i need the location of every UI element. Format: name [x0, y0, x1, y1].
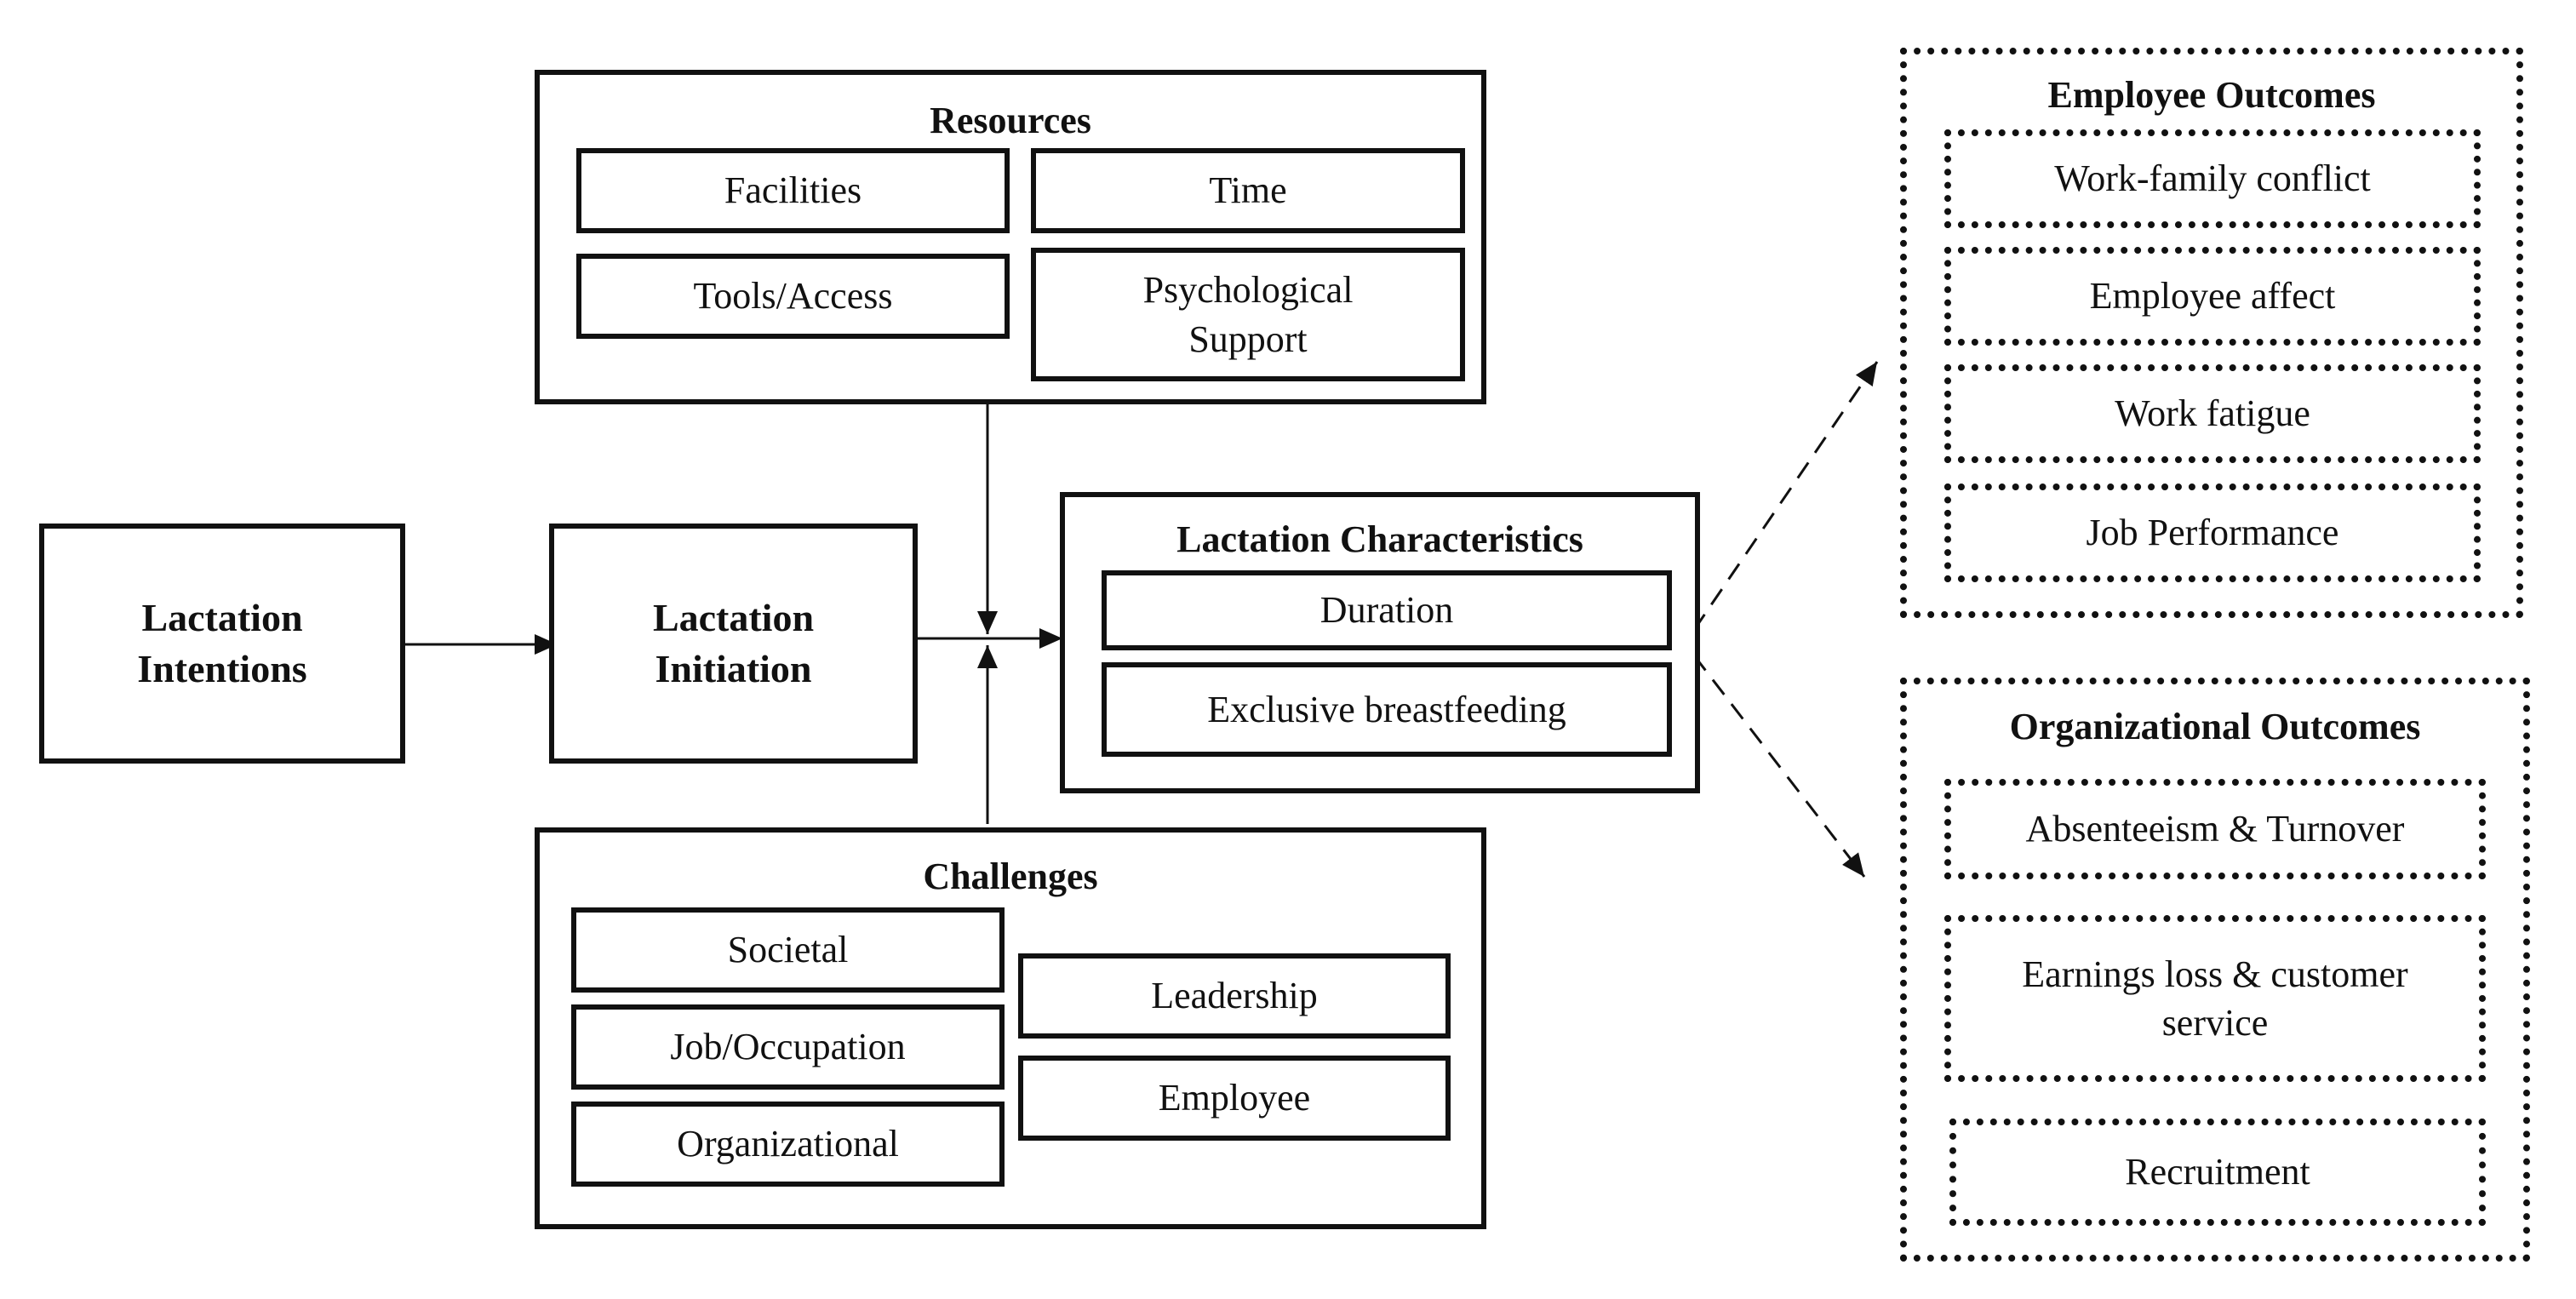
challenge-job-occupation: Job/Occupation — [571, 1004, 1005, 1090]
characteristic-duration: Duration — [1102, 570, 1672, 650]
resource-tools-access-label: Tools/Access — [693, 275, 893, 318]
characteristic-exclusive-breastfeeding-label: Exclusive breastfeeding — [1207, 688, 1566, 730]
organizational-outcome-label: Recruitment — [2125, 1151, 2310, 1193]
dashed-arrow-to-employee-outcomes — [1692, 361, 1879, 631]
resource-time-label: Time — [1209, 169, 1287, 212]
challenge-leadership-label: Leadership — [1151, 975, 1318, 1017]
resource-facilities: Facilities — [576, 148, 1010, 233]
organizational-outcomes-title: Organizational Outcomes — [2009, 706, 2421, 747]
lactation-initiation-box: Lactation Initiation — [549, 524, 918, 764]
resource-psychological-support-label: Psychological Support — [1142, 269, 1354, 360]
dashed-arrow-to-organizational-outcomes — [1692, 655, 1866, 878]
resource-time: Time — [1031, 148, 1465, 233]
characteristic-exclusive-breastfeeding: Exclusive breastfeeding — [1102, 662, 1672, 757]
resource-facilities-label: Facilities — [724, 169, 862, 212]
challenge-societal-label: Societal — [727, 929, 849, 971]
employee-outcome-item: Work fatigue — [1944, 364, 2481, 463]
challenges-title: Challenges — [923, 856, 1098, 897]
employee-outcome-item: Employee affect — [1944, 247, 2481, 346]
challenge-employee: Employee — [1018, 1056, 1451, 1141]
employee-outcome-label: Work-family conflict — [2054, 157, 2371, 200]
lactation-characteristics-title: Lactation Characteristics — [1176, 518, 1583, 560]
employee-outcome-label: Employee affect — [2089, 275, 2336, 318]
challenge-societal: Societal — [571, 907, 1005, 993]
resources-title: Resources — [930, 100, 1091, 141]
employee-outcome-label: Work fatigue — [2115, 392, 2310, 435]
organizational-outcome-item: Recruitment — [1949, 1119, 2486, 1226]
organizational-outcome-item: Earnings loss & customer service — [1944, 915, 2486, 1082]
organizational-outcome-label: Earnings loss & customer service — [2022, 953, 2408, 1044]
organizational-outcome-label: Absenteeism & Turnover — [2025, 808, 2405, 850]
challenge-organizational: Organizational — [571, 1102, 1005, 1187]
challenge-organizational-label: Organizational — [677, 1123, 899, 1165]
employee-outcome-item: Work-family conflict — [1944, 129, 2481, 228]
employee-outcome-label: Job Performance — [2086, 512, 2339, 554]
characteristic-duration-label: Duration — [1319, 589, 1454, 632]
lactation-intentions-label: Lactation Intentions — [137, 596, 307, 690]
resource-tools-access: Tools/Access — [576, 254, 1010, 339]
challenge-job-occupation-label: Job/Occupation — [670, 1026, 906, 1068]
resource-psychological-support: Psychological Support — [1031, 248, 1465, 381]
challenge-employee-label: Employee — [1158, 1077, 1311, 1119]
lactation-initiation-label: Lactation Initiation — [652, 596, 815, 690]
employee-outcomes-title: Employee Outcomes — [2047, 74, 2376, 116]
employee-outcome-item: Job Performance — [1944, 484, 2481, 582]
challenge-leadership: Leadership — [1018, 953, 1451, 1039]
lactation-intentions-box: Lactation Intentions — [39, 524, 405, 764]
organizational-outcome-item: Absenteeism & Turnover — [1944, 779, 2486, 879]
